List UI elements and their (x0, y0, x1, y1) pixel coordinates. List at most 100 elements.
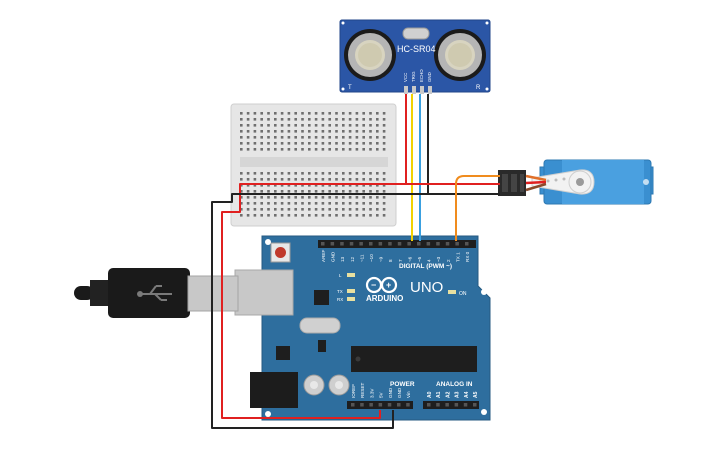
breadboard-hole[interactable] (246, 142, 250, 145)
breadboard-hole[interactable] (246, 202, 250, 205)
analog-pin[interactable] (445, 403, 449, 407)
breadboard-hole[interactable] (274, 208, 277, 211)
breadboard-hole[interactable] (260, 118, 263, 121)
breadboard-hole[interactable] (348, 136, 352, 139)
breadboard-hole[interactable] (376, 196, 379, 199)
breadboard-hole[interactable] (260, 208, 263, 211)
breadboard-hole[interactable] (335, 148, 338, 151)
breadboard-hole[interactable] (369, 130, 372, 133)
breadboard-hole[interactable] (362, 148, 365, 151)
breadboard-hole[interactable] (382, 202, 386, 205)
digital-pin[interactable] (340, 242, 344, 246)
breadboard-hole[interactable] (301, 178, 304, 181)
breadboard-hole[interactable] (308, 124, 311, 127)
breadboard-hole[interactable] (301, 208, 304, 211)
breadboard-hole[interactable] (294, 130, 297, 133)
breadboard-hole[interactable] (274, 148, 277, 151)
breadboard-hole[interactable] (369, 118, 372, 121)
breadboard-hole[interactable] (274, 178, 277, 181)
breadboard-hole[interactable] (280, 178, 284, 181)
breadboard-hole[interactable] (362, 178, 365, 181)
breadboard-hole[interactable] (240, 112, 243, 115)
breadboard-hole[interactable] (308, 142, 311, 145)
breadboard-hole[interactable] (301, 118, 304, 121)
breadboard-hole[interactable] (287, 130, 291, 133)
digital-pin[interactable] (321, 242, 325, 246)
breadboard-hole[interactable] (376, 190, 379, 193)
breadboard-hole[interactable] (253, 142, 257, 145)
breadboard-hole[interactable] (301, 172, 304, 175)
breadboard-hole[interactable] (240, 178, 243, 181)
breadboard-hole[interactable] (382, 148, 386, 151)
breadboard-hole[interactable] (287, 178, 291, 181)
breadboard-hole[interactable] (308, 196, 311, 199)
breadboard-hole[interactable] (335, 142, 338, 145)
breadboard-hole[interactable] (321, 202, 325, 205)
breadboard-hole[interactable] (348, 178, 352, 181)
digital-pin[interactable] (436, 242, 440, 246)
breadboard-hole[interactable] (287, 208, 291, 211)
breadboard-hole[interactable] (240, 130, 243, 133)
breadboard-hole[interactable] (355, 124, 359, 127)
breadboard-hole[interactable] (362, 190, 365, 193)
breadboard-hole[interactable] (382, 172, 386, 175)
breadboard-hole[interactable] (328, 142, 331, 145)
breadboard-hole[interactable] (348, 112, 352, 115)
breadboard-hole[interactable] (260, 130, 263, 133)
breadboard-hole[interactable] (308, 130, 311, 133)
breadboard-hole[interactable] (294, 118, 297, 121)
breadboard-hole[interactable] (246, 178, 250, 181)
breadboard-hole[interactable] (335, 172, 338, 175)
power-pin[interactable] (351, 403, 355, 407)
sensor-pin[interactable] (404, 86, 408, 94)
breadboard-hole[interactable] (260, 190, 263, 193)
breadboard-hole[interactable] (301, 124, 304, 127)
breadboard-hole[interactable] (382, 178, 386, 181)
breadboard-hole[interactable] (253, 202, 257, 205)
breadboard-hole[interactable] (274, 190, 277, 193)
breadboard-hole[interactable] (280, 184, 284, 187)
breadboard-hole[interactable] (260, 148, 263, 151)
breadboard-hole[interactable] (308, 184, 311, 187)
breadboard-hole[interactable] (301, 142, 304, 145)
breadboard-hole[interactable] (348, 214, 352, 217)
breadboard-hole[interactable] (321, 172, 325, 175)
breadboard-hole[interactable] (314, 196, 318, 199)
breadboard-hole[interactable] (321, 112, 325, 115)
breadboard-hole[interactable] (280, 190, 284, 193)
breadboard-hole[interactable] (260, 124, 263, 127)
breadboard-hole[interactable] (260, 202, 263, 205)
breadboard-hole[interactable] (287, 172, 291, 175)
breadboard-hole[interactable] (382, 142, 386, 145)
breadboard-hole[interactable] (369, 178, 372, 181)
breadboard-hole[interactable] (335, 196, 338, 199)
digital-pin[interactable] (378, 242, 383, 246)
breadboard-hole[interactable] (321, 214, 325, 217)
breadboard-hole[interactable] (362, 202, 365, 205)
breadboard-hole[interactable] (287, 148, 291, 151)
breadboard-hole[interactable] (342, 196, 345, 199)
breadboard-hole[interactable] (314, 124, 318, 127)
breadboard-hole[interactable] (314, 172, 318, 175)
breadboard-hole[interactable] (362, 196, 365, 199)
arduino-uno-board[interactable]: DIGITAL (PWM ~) ARDUINO − + UNO L TX RX … (234, 235, 491, 421)
breadboard-hole[interactable] (294, 178, 297, 181)
breadboard-hole[interactable] (294, 142, 297, 145)
breadboard-hole[interactable] (267, 196, 270, 199)
digital-pin[interactable] (426, 242, 431, 246)
breadboard-hole[interactable] (342, 112, 345, 115)
sensor-pin[interactable] (428, 86, 432, 94)
breadboard-hole[interactable] (342, 148, 345, 151)
breadboard-hole[interactable] (301, 136, 304, 139)
breadboard-hole[interactable] (321, 142, 325, 145)
breadboard-hole[interactable] (335, 124, 338, 127)
breadboard-hole[interactable] (253, 130, 257, 133)
breadboard-hole[interactable] (246, 136, 250, 139)
breadboard-hole[interactable] (294, 172, 297, 175)
sensor-pin[interactable] (420, 86, 424, 94)
breadboard-hole[interactable] (382, 196, 386, 199)
breadboard-hole[interactable] (280, 112, 284, 115)
breadboard-hole[interactable] (328, 202, 331, 205)
breadboard-hole[interactable] (280, 172, 284, 175)
breadboard-hole[interactable] (267, 142, 270, 145)
